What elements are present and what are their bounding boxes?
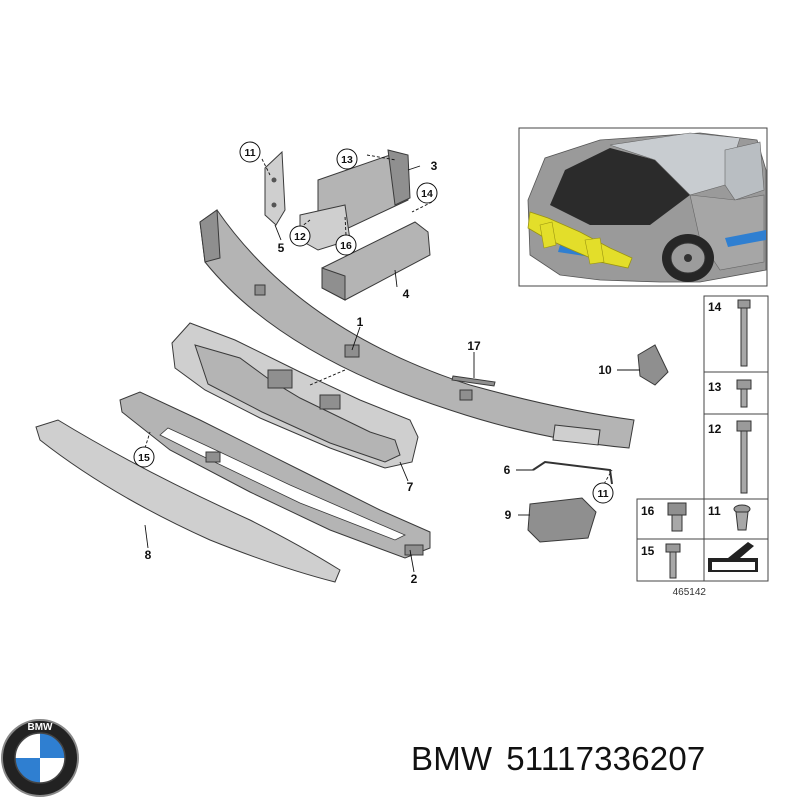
circled-callout-14: 14: [421, 188, 433, 200]
clip-part: [637, 344, 669, 386]
circled-callout-16: 16: [340, 240, 352, 252]
brand-name: BMW: [411, 740, 493, 777]
short-bolt-icon: [736, 379, 752, 408]
callout-1: 1: [357, 315, 364, 329]
legend-number-16: 16: [641, 504, 655, 518]
circled-callout-11-top: 11: [244, 147, 255, 159]
nut-icon: [667, 502, 687, 532]
callout-17: 17: [467, 339, 481, 353]
circled-callout-13: 13: [341, 154, 353, 166]
rod-part: [451, 375, 496, 387]
part-callouts: 1 2 3 4 5 6 7 8 9 10 17: [145, 159, 612, 586]
callout-2: 2: [411, 572, 418, 586]
fastener-legend: 14 13 12 16 11 15: [636, 295, 769, 598]
circled-callout-12: 12: [294, 231, 306, 243]
circled-callout-11-bottom: 11: [597, 488, 608, 500]
part-number: 51117336207: [506, 740, 706, 777]
legend-number-13: 13: [708, 380, 722, 394]
circled-callout-15: 15: [138, 452, 150, 464]
legend-number-11: 11: [708, 504, 721, 518]
bmw-logo: BMW: [1, 719, 79, 797]
callout-9: 9: [505, 508, 512, 522]
part-caption: BMW 51117336207: [411, 740, 719, 778]
logo-lettering: BMW: [28, 722, 54, 733]
callout-8: 8: [145, 548, 152, 562]
callout-10: 10: [598, 363, 612, 377]
vehicle-inset: [518, 127, 768, 287]
lower-stiffener-part: [119, 391, 431, 559]
legend-number-15: 15: [641, 544, 655, 558]
callout-3: 3: [431, 159, 438, 173]
callout-4: 4: [403, 287, 410, 301]
clip-screw-icon: [733, 504, 751, 531]
circled-callouts: 11 13 14 12 16 15 11: [133, 141, 614, 504]
long-bolt-icon: [737, 299, 751, 367]
impact-absorber-part: [171, 322, 419, 469]
stud-bolt-icon: [665, 543, 681, 579]
bracket-part: [532, 460, 613, 485]
highlighted-bumper-area: [527, 211, 633, 269]
diagram-id: 465142: [673, 587, 707, 598]
direction-arrow-icon: [708, 542, 758, 572]
callout-5: 5: [278, 241, 285, 255]
medium-bolt-icon: [736, 420, 752, 494]
crash-box-parts: [299, 149, 431, 301]
callout-7: 7: [407, 480, 414, 494]
legend-number-12: 12: [708, 422, 722, 436]
bumper-carrier-part: [199, 209, 635, 449]
callout-6: 6: [504, 463, 511, 477]
legend-number-14: 14: [708, 300, 722, 314]
trim-panel-part: [35, 419, 341, 583]
plate-part: [264, 150, 286, 226]
cover-cap-part: [527, 497, 597, 543]
